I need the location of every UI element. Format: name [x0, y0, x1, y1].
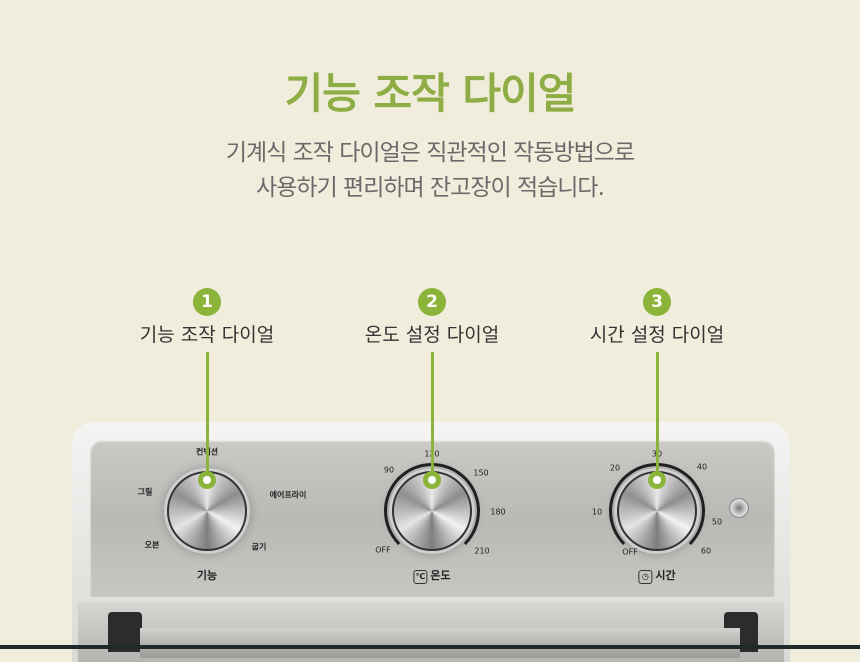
callout-dot [648, 471, 666, 489]
temperature-caption-text: 온도 [430, 569, 451, 582]
function-option: 에어프라이 [269, 490, 307, 500]
temperature-mark: OFF [375, 545, 391, 555]
clock-icon: ◷ [638, 570, 653, 584]
function-dial-caption: 기능 [196, 569, 218, 582]
function-option: 오븐 [144, 540, 160, 550]
subtitle-line-1: 기계식 조작 다이얼은 직관적인 작동방법으로 [225, 140, 635, 166]
temperature-mark: 90 [383, 465, 395, 475]
callout-number-1: 1 [193, 288, 221, 316]
callout-number-2: 2 [418, 288, 446, 316]
callout-line [430, 352, 434, 480]
callout-dot [198, 471, 216, 489]
time-mark: 10 [591, 507, 603, 517]
time-dial-caption: ◷시간 [638, 567, 676, 584]
page-title: 기능 조작 다이얼 [284, 69, 577, 118]
time-caption-text: 시간 [655, 569, 676, 582]
temperature-mark: 180 [490, 507, 506, 517]
bottom-strip [0, 645, 860, 649]
function-option: 그릴 [137, 487, 153, 497]
time-mark: 60 [700, 546, 712, 556]
callout-number-3: 3 [643, 288, 671, 316]
door-handle[interactable] [140, 628, 740, 658]
function-option: 굽기 [251, 542, 267, 552]
temperature-mark: 210 [474, 546, 490, 556]
callout-line [205, 352, 209, 480]
thermometer-icon: ℃ [413, 570, 428, 584]
time-mark: 40 [696, 462, 708, 472]
temperature-mark: 150 [473, 468, 489, 478]
time-mark: OFF [622, 547, 638, 557]
callout-dot [423, 471, 441, 489]
time-mark: 50 [711, 517, 723, 527]
callout-label-temperature: 온도 설정 다이얼 [364, 324, 500, 346]
callout-label-time: 시간 설정 다이얼 [589, 324, 725, 346]
time-mark: 20 [609, 463, 621, 473]
callout-label-function: 기능 조작 다이얼 [139, 324, 275, 346]
subtitle-line-2: 사용하기 편리하며 잔고장이 적습니다. [256, 175, 605, 201]
power-indicator-light [729, 498, 749, 518]
callout-line [655, 352, 659, 480]
